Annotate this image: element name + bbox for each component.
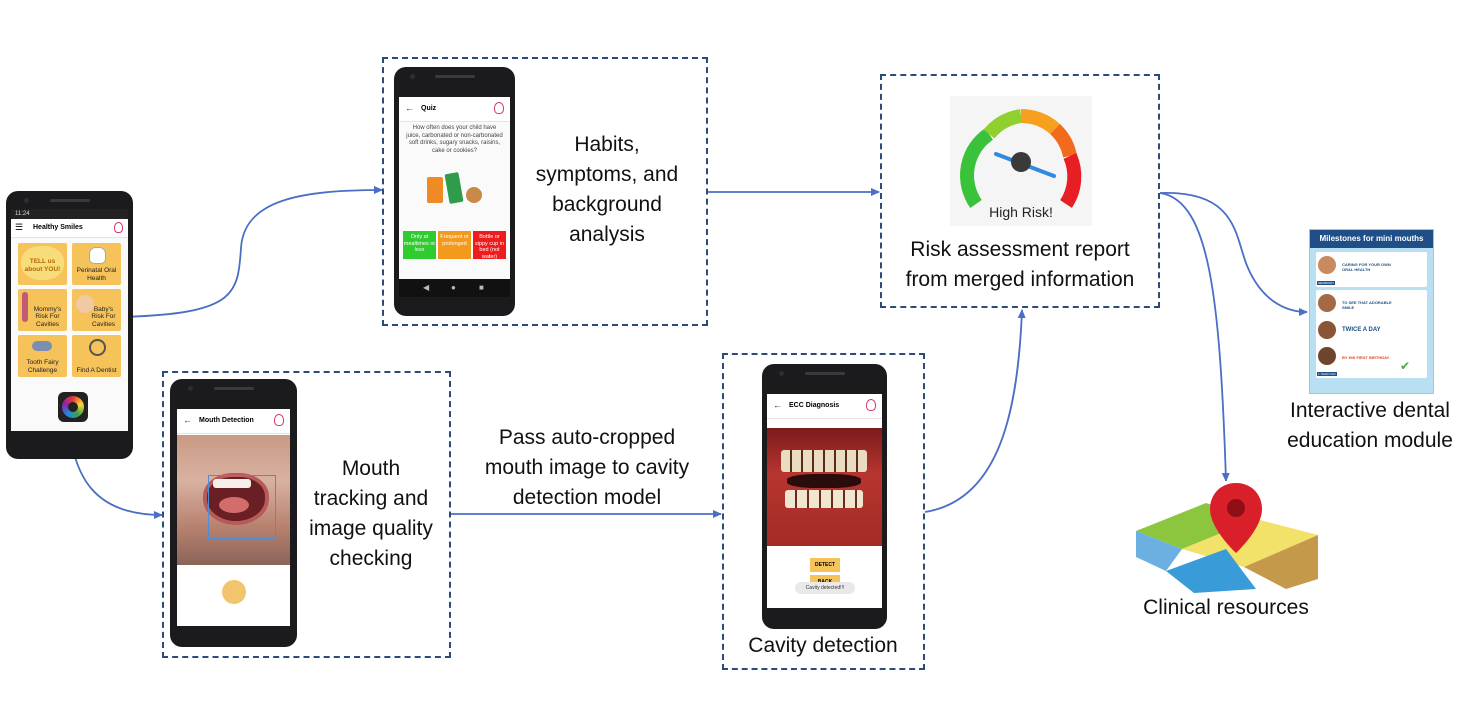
- arrow-home-to-quiz: [119, 186, 383, 318]
- tile-label: Find A Dentist: [76, 366, 117, 374]
- tell-us-cloud-icon: [21, 246, 64, 280]
- tile-mommy-risk[interactable]: Mommy's Risk For Cavities: [18, 289, 67, 331]
- magnifier-icon: [89, 339, 106, 356]
- mouth-box: [162, 371, 451, 658]
- tile-label: Perinatal Oral Health: [76, 267, 117, 282]
- cookie-icon: [466, 187, 482, 203]
- dark-gap: [787, 474, 861, 488]
- habits-box: [382, 57, 708, 326]
- nav-home-icon[interactable]: ●: [451, 283, 456, 292]
- ecc-title: ECC Diagnosis: [789, 402, 840, 409]
- home-phone: 11:24 ☰ Healthy Smiles TELL us about YOU…: [6, 191, 133, 459]
- ecc-phone: ← ECC Diagnosis DETECT BACK Cavity detec…: [762, 364, 887, 629]
- app-logo-icon: [274, 414, 284, 426]
- tooth-icon: [89, 247, 106, 264]
- answer-mealtimes[interactable]: Only at mealtimes or less: [403, 231, 436, 259]
- cavity-label: Cavity detection: [748, 634, 898, 657]
- clinical-label: Clinical resources: [1143, 596, 1309, 619]
- mouth-title: Mouth Detection: [199, 417, 254, 424]
- tile-label: Tooth Fairy Challenge: [26, 359, 59, 374]
- gauge-label: High Risk!: [989, 204, 1053, 220]
- back-arrow-icon[interactable]: ←: [183, 415, 192, 425]
- answer-frequent[interactable]: Frequent or prolonged: [438, 231, 471, 259]
- education-poster: Milestones for mini mouths NEWBORN CARIN…: [1309, 229, 1434, 394]
- gauge-icon: [960, 108, 1082, 208]
- risk-box: [880, 74, 1160, 308]
- tile-perinatal[interactable]: Perinatal Oral Health: [72, 243, 121, 285]
- poster-row-1-year: 1 YEAR OLD BY HIS FIRST BIRTHDAY ✔: [1316, 343, 1427, 378]
- tongue: [219, 497, 249, 513]
- arrow-risk-to-education: [1159, 192, 1308, 316]
- nav-recents-icon[interactable]: ■: [479, 283, 484, 292]
- quiz-question: How often does your child have juice, ca…: [406, 125, 503, 154]
- nav-back-icon[interactable]: ◀: [423, 283, 430, 292]
- quiz-phone: ← Quiz How often does your child have ju…: [394, 67, 515, 316]
- mouth-phone: ← Mouth Detection: [170, 379, 297, 647]
- risk-label: Risk assessment report from merged infor…: [905, 238, 1135, 291]
- app-logo-icon: [494, 102, 504, 114]
- detection-box: [208, 475, 276, 539]
- mother-icon: [22, 292, 28, 322]
- snack-illustration: [423, 167, 487, 215]
- back-arrow-icon[interactable]: ←: [405, 103, 414, 113]
- education-label: Interactive dental education module: [1287, 399, 1453, 452]
- toast-message: Cavity detected!!!: [795, 582, 855, 594]
- baby-icon: [76, 295, 94, 313]
- quiz-screen: ← Quiz How often does your child have ju…: [399, 97, 510, 297]
- status-time: 11:24: [15, 211, 30, 217]
- camera-app-icon[interactable]: [58, 392, 88, 422]
- lower-teeth: [785, 490, 863, 508]
- risk-gauge: High Risk!: [950, 96, 1092, 226]
- arrow-risk-to-clinical: [1159, 192, 1230, 482]
- mouth-screen: ← Mouth Detection: [177, 409, 290, 626]
- check-icon: ✔: [1400, 359, 1411, 373]
- arrow-cavity-to-risk: [924, 309, 1026, 513]
- app-logo-icon: [114, 222, 123, 233]
- answer-row: Only at mealtimes or less Frequent or pr…: [403, 231, 506, 260]
- tile-label: TELL us about YOU!: [24, 258, 61, 273]
- detect-button[interactable]: DETECT: [810, 558, 840, 572]
- answer-bottle-in-bed[interactable]: Bottle or sippy cup in bed (not water): [473, 231, 506, 260]
- mouth-label: Mouth tracking and image quality checkin…: [309, 457, 433, 570]
- poster-row-newborn: NEWBORN CARING FOR YOUR OWN ORAL HEALTH: [1316, 252, 1427, 287]
- tile-tell-us[interactable]: TELL us about YOU!: [18, 243, 67, 285]
- poster-title: Milestones for mini mouths: [1310, 230, 1433, 248]
- upper-teeth: [213, 479, 251, 488]
- tile-label: Baby's Risk For Cavities: [91, 305, 116, 328]
- pass-label: Pass auto-cropped mouth image to cavity …: [484, 426, 690, 509]
- upper-teeth: [781, 450, 867, 472]
- home-screen: 11:24 ☰ Healthy Smiles TELL us about YOU…: [11, 209, 128, 431]
- quiz-title: Quiz: [421, 105, 437, 112]
- teeth-photo: [767, 428, 882, 546]
- soda-can-icon: [444, 172, 464, 204]
- tile-label: Mommy's Risk For Cavities: [33, 305, 62, 328]
- tile-tooth-fairy[interactable]: Tooth Fairy Challenge: [18, 335, 67, 377]
- ecc-screen: ← ECC Diagnosis DETECT BACK Cavity detec…: [767, 394, 882, 608]
- tile-baby-risk[interactable]: Baby's Risk For Cavities: [72, 289, 121, 331]
- juice-box-icon: [427, 177, 443, 203]
- app-title: Healthy Smiles: [33, 224, 83, 231]
- map-pin-icon: [1136, 481, 1318, 593]
- app-logo-icon: [866, 399, 876, 411]
- gamepad-icon: [32, 341, 52, 351]
- tile-find-dentist[interactable]: Find A Dentist: [72, 335, 121, 377]
- menu-icon[interactable]: ☰: [15, 222, 24, 232]
- capture-button[interactable]: [222, 580, 246, 604]
- cavity-box: [722, 353, 925, 670]
- habits-label: Habits, symptoms, and background analysi…: [535, 133, 679, 246]
- camera-preview: [177, 435, 290, 565]
- back-arrow-icon[interactable]: ←: [773, 400, 782, 410]
